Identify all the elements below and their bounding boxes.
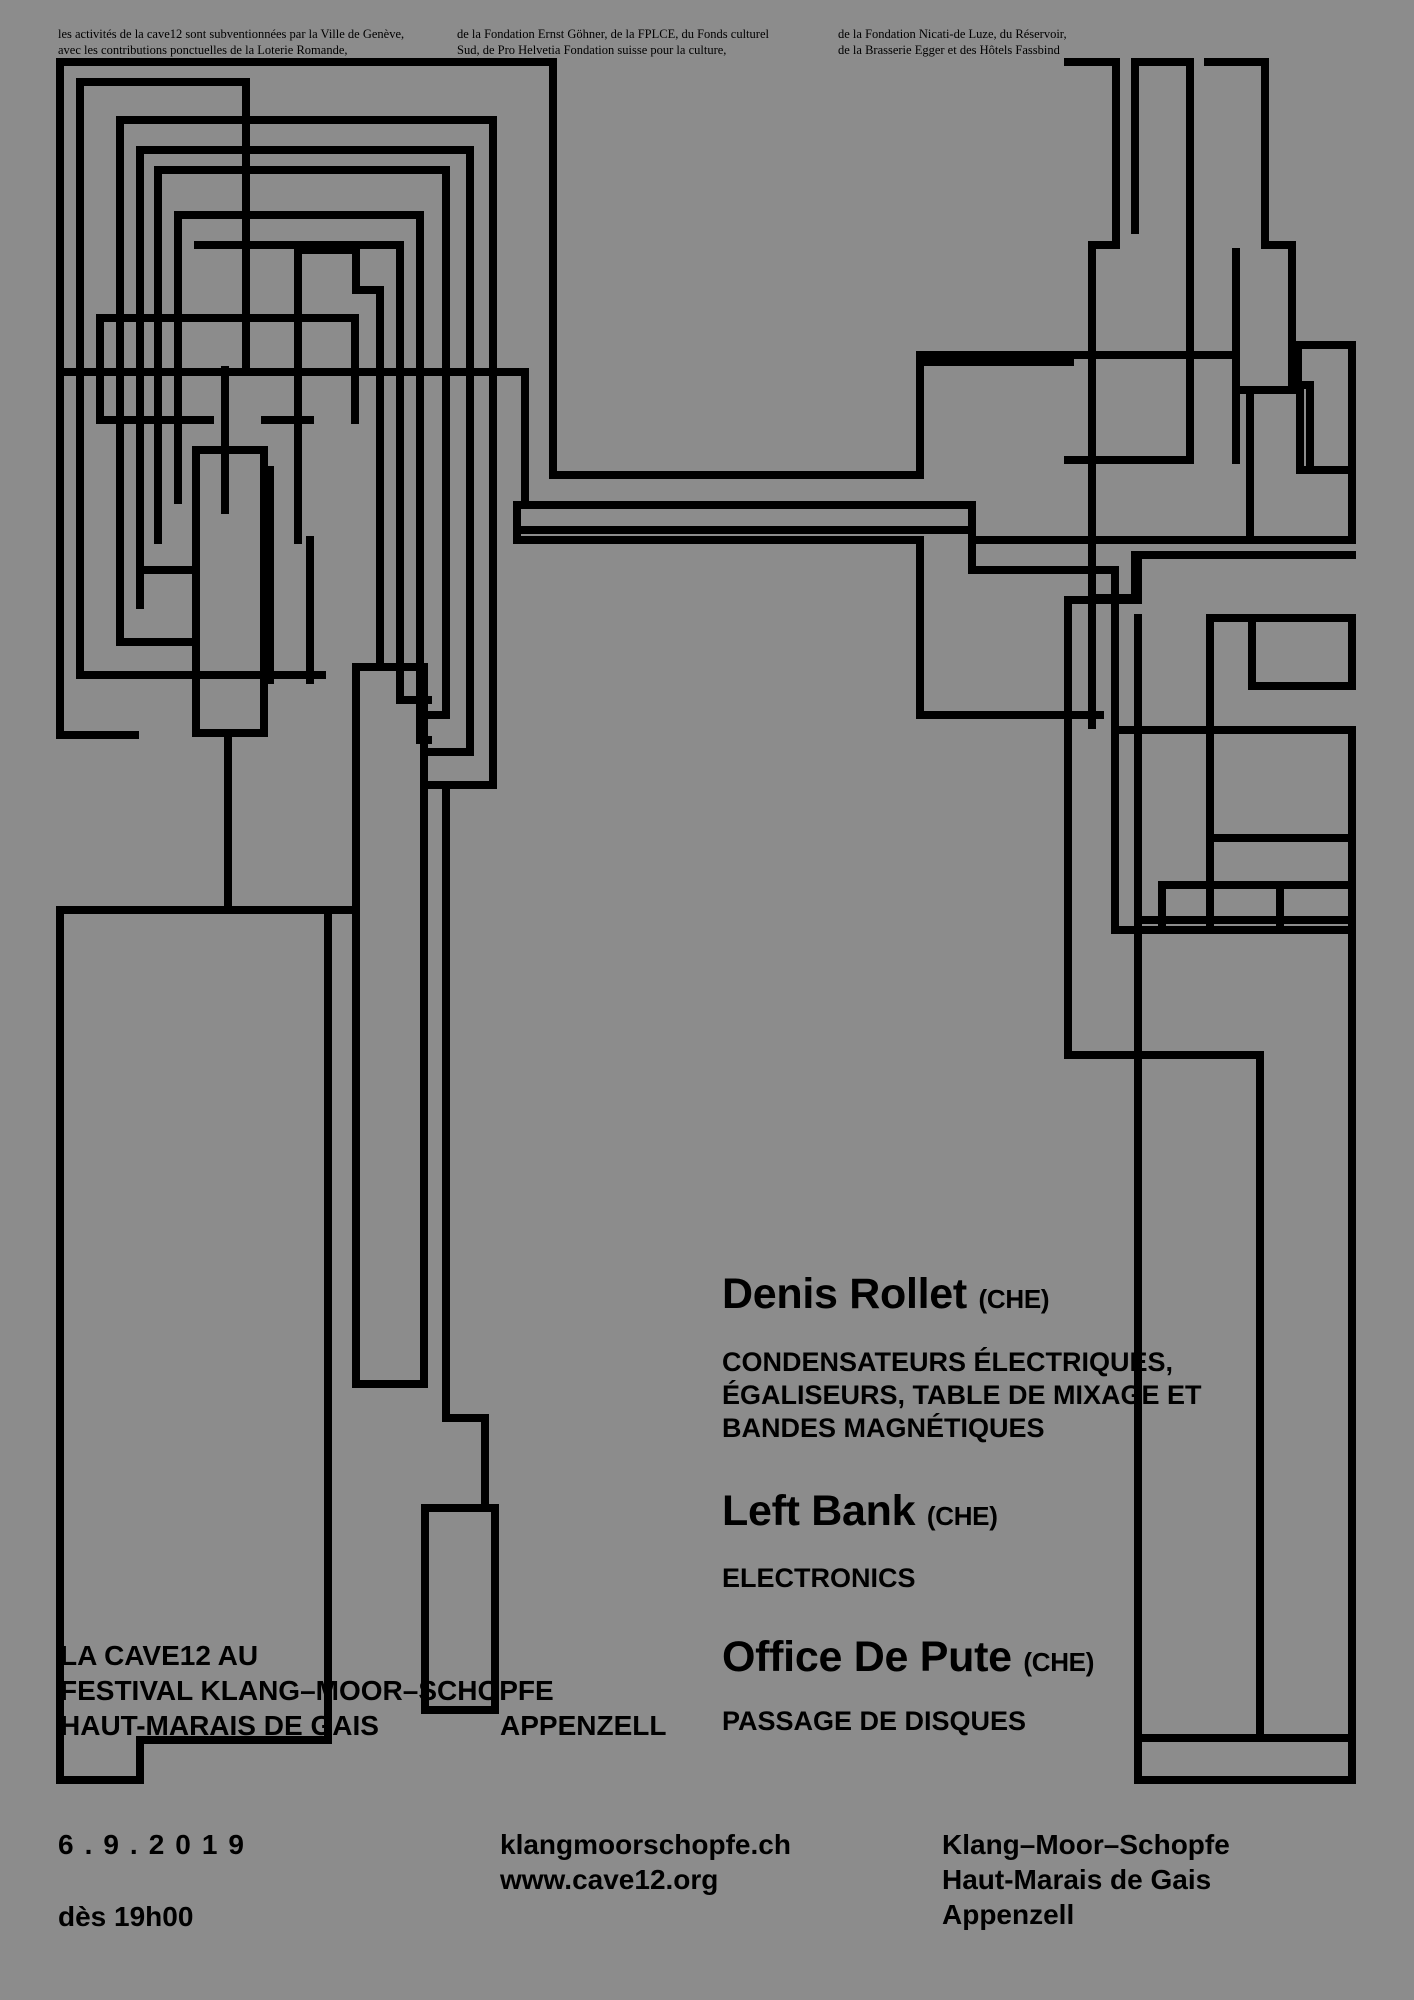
circuit-trace	[1296, 386, 1356, 474]
circuit-trace	[442, 781, 489, 1512]
circuit-trace	[96, 314, 214, 424]
act-origin: (CHE)	[978, 1284, 1050, 1314]
act-description-line: BANDES MAGNÉTIQUES	[722, 1413, 1045, 1443]
act-description-line: ELECTRONICS	[722, 1563, 916, 1593]
circuit-block	[421, 1504, 499, 1714]
circuit-trace	[1111, 726, 1356, 934]
event-date: 6.9.2019	[58, 1829, 255, 1860]
circuit-trace	[1096, 566, 1119, 734]
credit-line: Sud, de Pro Helvetia Fondation suisse po…	[457, 43, 727, 57]
venue-line: Klang–Moor–Schopfe	[942, 1829, 1230, 1860]
event-place: HAUT-MARAIS DE GAIS	[60, 1710, 379, 1741]
event-line-2: FESTIVAL KLANG–MOOR–SCHOPFE	[60, 1675, 554, 1706]
act-description: CONDENSATEURS ÉLECTRIQUES, ÉGALISEURS, T…	[722, 1346, 1202, 1445]
act-origin: (CHE)	[1023, 1647, 1095, 1677]
circuit-block	[1248, 614, 1356, 690]
circuit-trace	[1064, 58, 1356, 602]
website-link-cave12[interactable]: www.cave12.org	[500, 1864, 719, 1895]
act-description: PASSAGE DE DISQUES	[722, 1705, 1026, 1738]
website-link-festival[interactable]: klangmoorschopfe.ch	[500, 1829, 791, 1860]
circuit-trace	[1064, 551, 1142, 604]
circuit-trace	[968, 341, 1356, 544]
credits-column-3: de la Fondation Nicati-de Luze, du Réser…	[838, 26, 1067, 58]
act-office-de-pute: Office De Pute (CHE)	[722, 1633, 1094, 1686]
credit-line: de la Fondation Ernst Göhner, de la FPLC…	[457, 27, 769, 41]
event-time: dès 19h00	[58, 1901, 194, 1932]
act-description-line: CONDENSATEURS ÉLECTRIQUES,	[722, 1347, 1174, 1377]
circuit-trace	[1204, 58, 1296, 319]
act-name: Office De Pute	[722, 1633, 1012, 1681]
venue-line: Appenzell	[942, 1899, 1075, 1930]
act-description: ELECTRONICS	[722, 1562, 916, 1595]
credits-column-1: les activités de la cave12 sont subventi…	[58, 26, 404, 58]
act-origin: (CHE)	[926, 1501, 998, 1531]
event-region: APPENZELL	[500, 1710, 667, 1741]
circuit-trace	[76, 78, 250, 679]
circuit-block	[1134, 916, 1356, 1784]
act-description-line: PASSAGE DE DISQUES	[722, 1706, 1027, 1736]
event-line-1: LA CAVE12 AU	[60, 1640, 259, 1671]
circuit-block	[192, 446, 268, 737]
act-description-line: ÉGALISEURS, TABLE DE MIXAGE ET	[722, 1380, 1202, 1410]
venue-line: Haut-Marais de Gais	[942, 1864, 1212, 1895]
act-name: Left Bank	[722, 1487, 916, 1535]
circuit-trace	[513, 526, 1104, 574]
circuit-trace	[294, 246, 384, 669]
credit-line: avec les contributions ponctuelles de la…	[58, 43, 348, 57]
circuit-trace	[916, 248, 1240, 366]
circuit-trace	[56, 368, 976, 564]
circuit-trace	[154, 166, 450, 719]
circuit-trace	[96, 314, 359, 424]
circuit-trace	[1131, 58, 1194, 359]
circuit-trace	[1232, 311, 1296, 464]
credit-line: de la Brasserie Egger et des Hôtels Fass…	[838, 43, 1060, 57]
circuit-trace	[56, 906, 332, 1784]
circuit-trace	[1294, 341, 1314, 474]
circuit-trace	[136, 146, 474, 756]
circuit-trace	[1064, 596, 1264, 1742]
circuit-trace	[116, 116, 497, 789]
circuit-trace	[174, 211, 432, 744]
circuit-block	[352, 663, 428, 1388]
act-left-bank: Left Bank (CHE)	[722, 1487, 998, 1540]
credit-line: les activités de la cave12 sont subventi…	[58, 27, 405, 41]
act-denis-rollet: Denis Rollet (CHE)	[722, 1270, 1050, 1323]
act-name: Denis Rollet	[722, 1270, 967, 1318]
credit-line: de la Fondation Nicati-de Luze, du Réser…	[838, 27, 1067, 41]
credits-column-2: de la Fondation Ernst Göhner, de la FPLC…	[457, 26, 769, 58]
circuit-trace	[1064, 351, 1194, 464]
